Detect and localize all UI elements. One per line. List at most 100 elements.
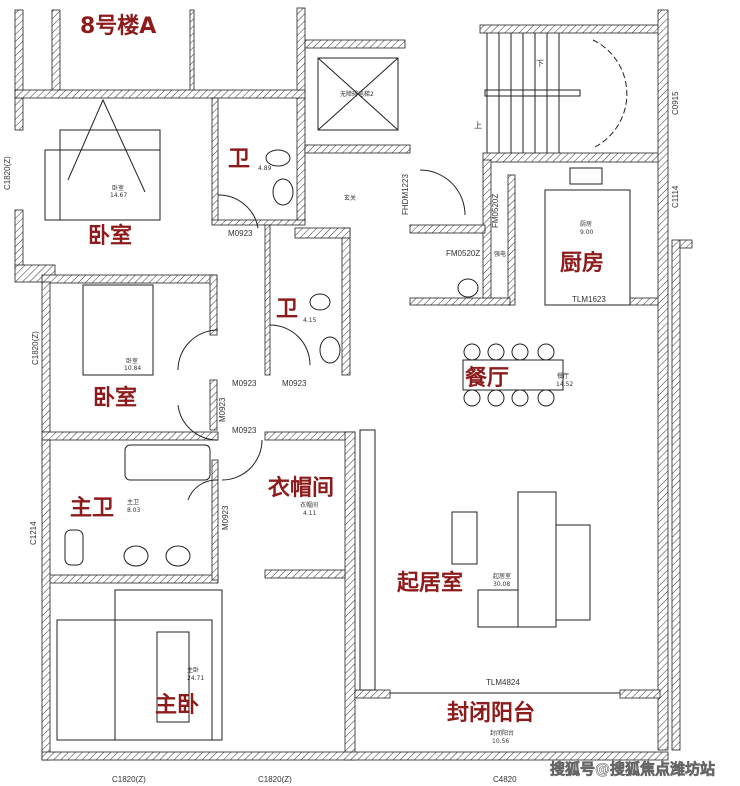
wall-segment <box>409 224 486 234</box>
chair-icon <box>511 389 529 407</box>
wall-segment <box>507 174 516 306</box>
area-name: 卧室 <box>126 357 138 365</box>
wall-segment <box>629 297 661 306</box>
window-label: C1820(Z) <box>258 775 292 784</box>
room-master-bath: 主卫 <box>70 496 114 521</box>
wall-segment <box>51 9 61 93</box>
sink-icon <box>272 178 294 206</box>
door-label: M0923 <box>218 397 227 422</box>
door-label: 强电 <box>494 250 506 258</box>
wall-segment <box>354 689 391 699</box>
wall-segment <box>41 274 218 284</box>
elevator-car <box>317 57 399 131</box>
room-master-bedroom: 主卧 <box>155 693 199 718</box>
window-label: C1214 <box>29 521 38 545</box>
room-kitchen: 厨房 <box>560 250 604 276</box>
door-window-labels: M0923 M0923 M0923 M0923 M0923 M0923 FHDM… <box>3 59 680 784</box>
sink-icon <box>319 336 341 364</box>
bed-2 <box>82 284 154 376</box>
wall-segment <box>264 224 271 376</box>
area-name: 卧室 <box>112 184 124 192</box>
area-value: 24.71 <box>187 675 204 682</box>
area-value: 10.84 <box>124 365 141 372</box>
wall-segment <box>304 144 411 154</box>
chair-icon <box>463 389 481 407</box>
wall-segment <box>264 569 346 579</box>
area-value: 14.67 <box>110 192 127 199</box>
wall-segment <box>264 431 356 441</box>
dining-table <box>462 359 564 391</box>
kitchen-island <box>544 189 631 306</box>
wall-segment <box>41 431 219 441</box>
wall-segment <box>344 431 356 761</box>
area-name: 起居室 <box>493 572 511 580</box>
window-label: C1114 <box>671 185 680 208</box>
wall-segment <box>14 9 24 131</box>
building-title: 8号楼A <box>80 14 156 39</box>
sofa-end <box>477 589 519 628</box>
area-value: 9.00 <box>580 229 594 236</box>
door-label: TLM4824 <box>486 678 520 687</box>
room-bath-1: 卫 <box>228 147 250 172</box>
sofa-chaise <box>555 524 591 621</box>
wall-segment <box>294 227 351 239</box>
wall-segment <box>211 97 219 224</box>
staircase <box>484 33 581 153</box>
stove-icon <box>569 167 603 185</box>
wall-segment <box>296 7 306 224</box>
wall-segment <box>657 9 669 751</box>
stair-landing-rail <box>484 89 581 97</box>
chair-icon <box>511 343 529 361</box>
bathtub <box>124 444 211 481</box>
wall-segment <box>341 227 351 376</box>
area-value: 4.89 <box>258 165 272 172</box>
wall-segment <box>41 751 669 761</box>
bed-1-frame <box>44 149 161 221</box>
toilet-icon <box>64 529 84 566</box>
room-closet: 衣帽间 <box>268 475 334 501</box>
area-name: 玄关 <box>344 194 356 202</box>
sink-icon <box>123 545 149 567</box>
area-labels: 卧室 14.67 4.89 4.15 卧室 10.84 厨房 9.00 餐厅 1… <box>110 90 594 745</box>
walls <box>14 7 693 761</box>
wall-segment <box>671 239 681 751</box>
room-bath-2: 卫 <box>276 297 298 322</box>
chair-icon <box>487 389 505 407</box>
window-label: C1820(Z) <box>3 156 12 190</box>
chair-icon <box>487 343 505 361</box>
stair-up-label: 上 <box>474 121 482 130</box>
wall-segment <box>41 574 219 584</box>
area-value: 30.08 <box>493 581 510 588</box>
room-bedroom-2: 卧室 <box>93 385 137 411</box>
area-name: 无障碍电梯2 <box>340 90 374 98</box>
wall-segment <box>209 274 218 336</box>
wall-segment <box>409 297 511 306</box>
area-value: 4.15 <box>303 317 317 324</box>
area-name: 餐厅 <box>557 372 569 380</box>
wall-segment <box>14 209 24 271</box>
wall-segment <box>211 459 219 581</box>
area-value: 8.03 <box>127 507 141 514</box>
door-label: FM0520Z <box>446 249 480 258</box>
door-label: FM0520Z <box>491 194 500 228</box>
bed-1 <box>59 129 161 221</box>
chair-icon <box>537 389 555 407</box>
washer-icon <box>457 278 479 298</box>
watermark: 搜狐号@搜狐焦点潍坊站 <box>550 760 715 778</box>
room-labels: 8号楼A 卧室 卫 卫 卧室 厨房 餐厅 主卫 衣帽间 起居室 主卧 封闭阳台 <box>70 14 604 726</box>
wall-segment <box>482 152 661 163</box>
area-name: 主卫 <box>127 498 139 506</box>
area-value: 10.56 <box>492 738 509 745</box>
chair-icon <box>463 343 481 361</box>
door-label: TLM1623 <box>572 295 606 304</box>
wall-segment <box>479 24 661 34</box>
bed-1-cover <box>67 98 146 193</box>
room-living: 起居室 <box>396 570 463 596</box>
toilet-icon <box>309 293 331 311</box>
bench <box>156 631 190 723</box>
door-label: M0923 <box>228 229 253 238</box>
dining-chairs <box>463 343 555 407</box>
master-bed <box>56 619 213 741</box>
door-label: M0923 <box>232 379 257 388</box>
